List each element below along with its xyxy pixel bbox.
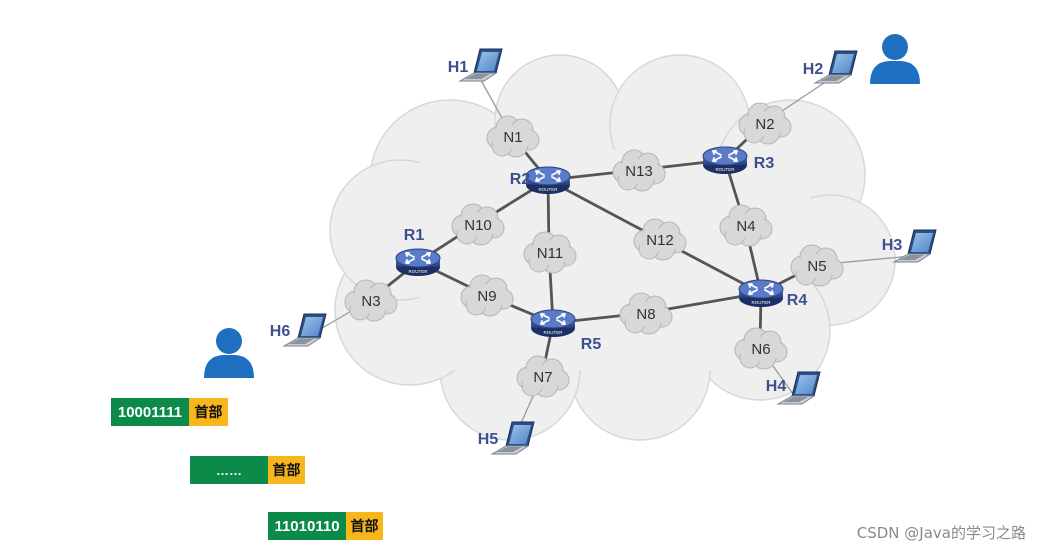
network-n9: N9	[460, 274, 514, 317]
network-n1: N1	[486, 115, 540, 158]
router-badge: ROUTER	[752, 300, 772, 305]
router-r1: ROUTER R1	[395, 227, 441, 276]
packet-3: 11010110 首部	[268, 512, 383, 540]
network-label: N9	[477, 288, 496, 305]
network-n10: N10	[451, 203, 505, 246]
network-n6: N6	[734, 327, 788, 370]
network-cloud-icon	[523, 231, 577, 274]
user-left-icon	[204, 328, 254, 378]
network-n4: N4	[719, 204, 773, 247]
network-label: N3	[361, 293, 380, 310]
watermark: CSDN @Java的学习之路	[856, 524, 1026, 542]
network-cloud-icon	[451, 203, 505, 246]
network-label: N5	[807, 258, 826, 275]
laptop-icon	[813, 50, 858, 84]
laptop-icon	[892, 229, 937, 263]
network-cloud-icon	[633, 218, 687, 261]
network-n7: N7	[516, 355, 570, 398]
packet-3-header: 首部	[346, 512, 383, 540]
router-icon	[530, 309, 576, 337]
host-h6: H6	[270, 313, 327, 347]
router-r4: ROUTER R4	[738, 279, 808, 309]
host-h3: H3	[882, 229, 937, 263]
router-icon	[738, 279, 784, 307]
host-h2: H2	[803, 50, 858, 84]
network-label: N7	[533, 369, 552, 386]
packet-2-header: 首部	[268, 456, 305, 484]
router-label: R1	[404, 227, 425, 244]
host-label: H6	[270, 323, 291, 340]
network-label: N11	[537, 245, 563, 262]
router-badge: ROUTER	[716, 167, 736, 172]
router-r5: ROUTER R5	[530, 309, 602, 353]
network-cloud-icon	[790, 244, 844, 287]
router-badge: ROUTER	[544, 330, 564, 335]
network-label: N1	[503, 129, 522, 146]
network-label: N6	[751, 341, 770, 358]
network-label: N2	[755, 116, 774, 133]
network-label: N8	[636, 306, 655, 323]
host-label: H4	[766, 378, 787, 395]
network-n5: N5	[790, 244, 844, 287]
router-icon	[525, 166, 571, 194]
packet-1-data: 10001111	[111, 398, 189, 426]
network-label: N13	[625, 163, 653, 180]
network-cloud-icon	[719, 204, 773, 247]
network-cloud-icon	[344, 279, 398, 322]
user-right-icon	[870, 34, 920, 84]
laptop-icon	[458, 48, 503, 82]
network-n8: N8	[619, 292, 673, 335]
laptop-icon	[282, 313, 327, 347]
network-n11: N11	[523, 231, 577, 274]
network-n3: N3	[344, 279, 398, 322]
network-cloud-icon	[738, 102, 792, 145]
network-label: N10	[464, 217, 492, 234]
host-label: H1	[448, 59, 469, 76]
packet-1-header: 首部	[189, 398, 228, 426]
host-h4: H4	[766, 371, 821, 405]
host-label: H3	[882, 237, 903, 254]
network-cloud-icon	[612, 149, 666, 192]
packet-2: …… 首部	[190, 456, 305, 484]
network-label: N12	[646, 232, 674, 249]
laptop-icon	[490, 421, 535, 455]
network-n12: N12	[633, 218, 687, 261]
host-label: H2	[803, 61, 824, 78]
host-h1: H1	[448, 48, 503, 82]
network-label: N4	[736, 218, 755, 235]
users-layer	[204, 34, 920, 378]
network-cloud-icon	[619, 292, 673, 335]
router-label: R4	[787, 292, 808, 309]
packet-1: 10001111 首部	[111, 398, 228, 426]
host-h5: H5	[478, 421, 535, 455]
host-label: H5	[478, 431, 499, 448]
router-icon	[395, 248, 441, 276]
router-label: R2	[510, 171, 531, 188]
router-label: R3	[754, 155, 775, 172]
router-icon	[702, 146, 748, 174]
router-badge: ROUTER	[539, 187, 559, 192]
laptop-icon	[776, 371, 821, 405]
network-cloud-icon	[734, 327, 788, 370]
network-n13: N13	[612, 149, 666, 192]
network-cloud-icon	[516, 355, 570, 398]
router-r3: ROUTER R3	[702, 146, 775, 174]
router-label: R5	[581, 336, 602, 353]
network-cloud-icon	[460, 274, 514, 317]
router-badge: ROUTER	[409, 269, 429, 274]
packet-2-data: ……	[190, 456, 268, 484]
network-cloud-icon	[486, 115, 540, 158]
network-n2: N2	[738, 102, 792, 145]
packet-3-data: 11010110	[268, 512, 346, 540]
router-r2: ROUTER R2	[510, 166, 571, 194]
